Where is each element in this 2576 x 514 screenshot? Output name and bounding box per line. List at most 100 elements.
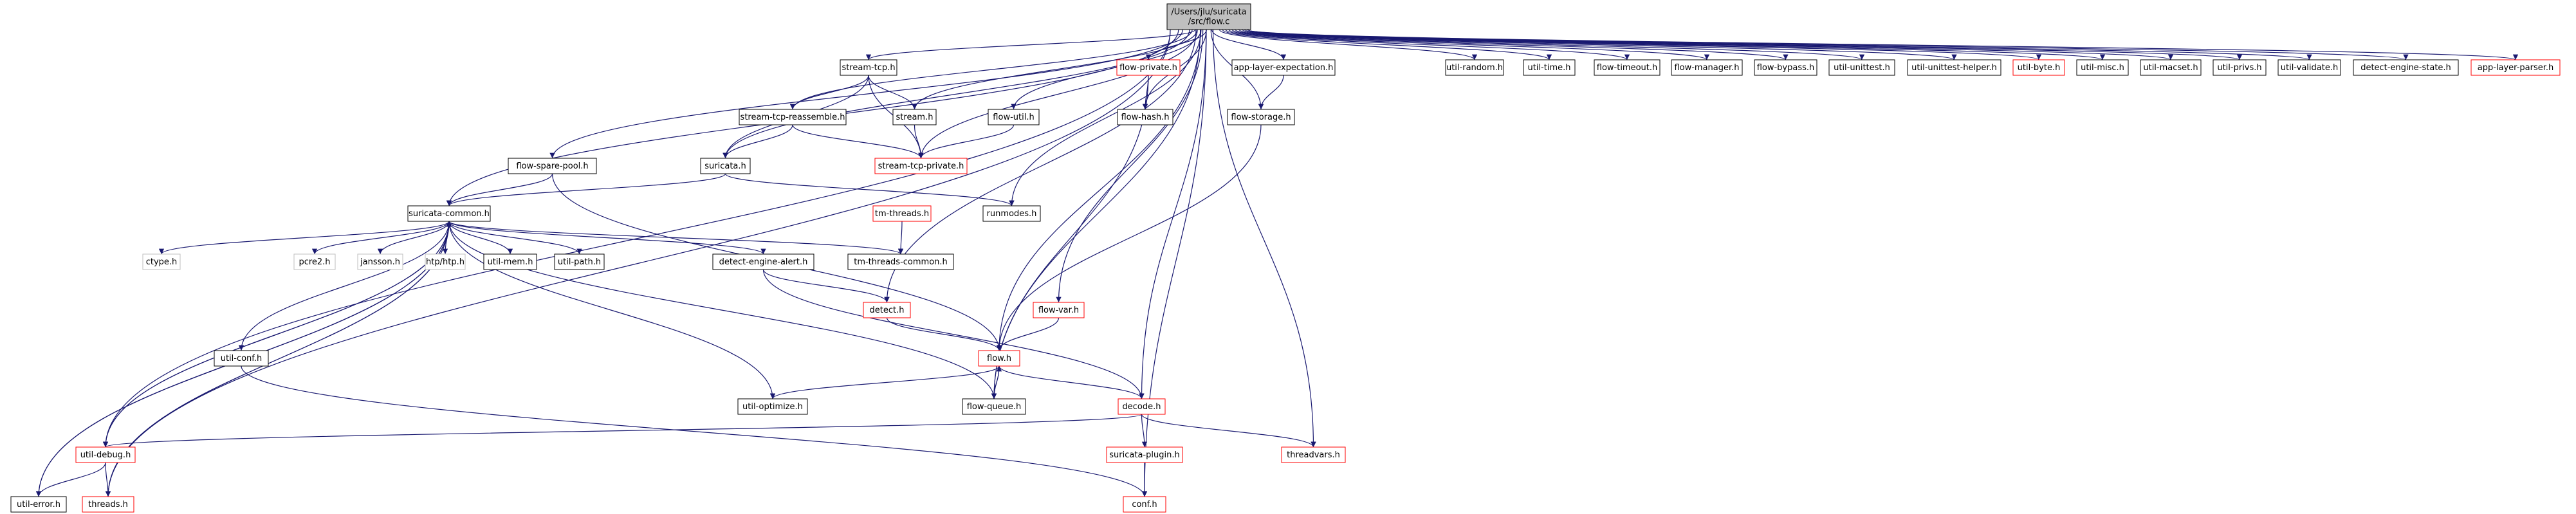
node-flowmanager[interactable]: flow-manager.h bbox=[1671, 59, 1743, 76]
node-box-flowstorage bbox=[1227, 109, 1295, 125]
node-label-utilprivs: util-privs.h bbox=[2217, 63, 2261, 73]
node-flowhash[interactable]: flow-hash.h bbox=[1117, 109, 1173, 125]
edge-root-to-threadsh bbox=[105, 29, 1171, 497]
edge-root-to-threadvars bbox=[1212, 29, 1316, 448]
node-htp[interactable]: htp/htp.h bbox=[425, 253, 466, 270]
node-utilmem[interactable]: util-mem.h bbox=[483, 253, 537, 270]
node-box-tmthreads bbox=[872, 205, 932, 222]
node-label-ctype: ctype.h bbox=[146, 257, 178, 267]
node-box-flowvar bbox=[1033, 302, 1085, 318]
node-confh[interactable]: conf.h bbox=[1123, 496, 1166, 513]
node-detectstate[interactable]: detect-engine-state.h bbox=[2353, 59, 2459, 76]
edge-flowh-to-decodeh bbox=[998, 365, 1145, 399]
node-flowqueue[interactable]: flow-queue.h bbox=[962, 398, 1026, 415]
node-detecth[interactable]: detect.h bbox=[863, 302, 911, 318]
node-label-runmodes: runmodes.h bbox=[987, 209, 1037, 219]
node-applayerexp[interactable]: app-layer-expectation.h bbox=[1231, 59, 1336, 76]
edge-root-to-utilvalidate bbox=[1247, 29, 2312, 60]
node-box-detecth bbox=[863, 302, 911, 318]
node-streamtcppriv[interactable]: stream-tcp-private.h bbox=[874, 158, 968, 174]
node-box-utilconf bbox=[214, 350, 269, 367]
edge-streamtcpreasm-to-suricatah bbox=[722, 124, 793, 159]
node-streamtcpreasm[interactable]: stream-tcp-reassemble.h bbox=[739, 109, 847, 125]
node-pcre2[interactable]: pcre2.h bbox=[293, 253, 336, 270]
node-suricatacommon[interactable]: suricata-common.h bbox=[407, 205, 491, 222]
edge-decodeh-to-threadvars bbox=[1141, 414, 1316, 448]
node-label-detectstate: detect-engine-state.h bbox=[2360, 63, 2451, 73]
node-utilprivs[interactable]: util-privs.h bbox=[2213, 59, 2267, 76]
node-suricataplugin[interactable]: suricata-plugin.h bbox=[1106, 446, 1183, 463]
node-flowvar[interactable]: flow-var.h bbox=[1033, 302, 1085, 318]
node-flowstorage[interactable]: flow-storage.h bbox=[1227, 109, 1295, 125]
node-label-utilconf: util-conf.h bbox=[221, 354, 262, 363]
node-box-utilmacset bbox=[2140, 59, 2202, 76]
edge-applayerexp-to-flowstorage bbox=[1258, 75, 1284, 110]
node-box-utilvalidate bbox=[2277, 59, 2341, 76]
node-label-decodeh: decode.h bbox=[1123, 402, 1161, 412]
node-runmodes[interactable]: runmodes.h bbox=[982, 205, 1041, 222]
node-utilpath[interactable]: util-path.h bbox=[554, 253, 605, 270]
node-flowbypass[interactable]: flow-bypass.h bbox=[1754, 59, 1817, 76]
edge-root-to-confh bbox=[1141, 29, 1207, 497]
edge-root-to-streamh bbox=[912, 29, 1198, 110]
node-detectalert[interactable]: detect-engine-alert.h bbox=[712, 253, 814, 270]
node-flowprivate[interactable]: flow-private.h bbox=[1116, 59, 1181, 76]
node-utilbyte[interactable]: util-byte.h bbox=[2012, 59, 2065, 76]
node-flowh[interactable]: flow.h bbox=[978, 350, 1020, 367]
node-flowsparepool[interactable]: flow-spare-pool.h bbox=[508, 158, 597, 174]
node-label-utilbyte: util-byte.h bbox=[2018, 63, 2061, 73]
node-label-flowvar: flow-var.h bbox=[1038, 306, 1079, 315]
edge-root-to-flowh bbox=[996, 29, 1201, 351]
node-box-flowprivate bbox=[1116, 59, 1181, 76]
node-decodeh[interactable]: decode.h bbox=[1118, 398, 1166, 415]
node-applayerparser[interactable]: app-layer-parser.h bbox=[2470, 59, 2561, 76]
node-label-applayerexp: app-layer-expectation.h bbox=[1234, 63, 1334, 73]
node-box-flowtimeout bbox=[1594, 59, 1661, 76]
edge-root-to-utilbyte bbox=[1242, 29, 2041, 60]
node-utilerror[interactable]: util-error.h bbox=[10, 496, 67, 513]
node-label-flowprivate: flow-private.h bbox=[1119, 63, 1177, 73]
node-ctype[interactable]: ctype.h bbox=[142, 253, 181, 270]
edge-tmthreads-to-tmthreadscommon bbox=[897, 221, 904, 255]
node-utilconf[interactable]: util-conf.h bbox=[214, 350, 269, 367]
node-label-flowtimeout: flow-timeout.h bbox=[1597, 63, 1658, 73]
node-streamh[interactable]: stream.h bbox=[892, 109, 937, 125]
node-utildebug[interactable]: util-debug.h bbox=[75, 446, 136, 463]
edge-flowstorage-to-flowh bbox=[996, 124, 1262, 351]
node-threadsh[interactable]: threads.h bbox=[82, 496, 134, 513]
edge-suricatacommon-to-tmthreadscommon bbox=[448, 221, 903, 255]
node-label-utilmem: util-mem.h bbox=[488, 257, 533, 267]
edge-suricatacommon-to-flowqueue bbox=[448, 221, 997, 399]
edge-flowqueue-to-flowh bbox=[993, 365, 1002, 399]
node-box-tmthreadscommon bbox=[847, 253, 954, 270]
node-label-detectalert: detect-engine-alert.h bbox=[719, 257, 808, 267]
node-utiltime[interactable]: util-time.h bbox=[1523, 59, 1576, 76]
node-label-utiloptimize: util-optimize.h bbox=[742, 402, 803, 412]
node-utilrandom[interactable]: util-random.h bbox=[1445, 59, 1504, 76]
node-utilunithelper[interactable]: util-unittest-helper.h bbox=[1907, 59, 2001, 76]
edge-detecth-to-flowh bbox=[886, 317, 1002, 351]
node-label-flowhash: flow-hash.h bbox=[1121, 113, 1169, 122]
node-box-applayerexp bbox=[1231, 59, 1336, 76]
edge-root-to-runmodes bbox=[1009, 29, 1202, 207]
node-root[interactable]: /Users/jlu/suricata/src/flow.c bbox=[1166, 3, 1251, 30]
node-utilmisc[interactable]: util-misc.h bbox=[2076, 59, 2129, 76]
node-flowtimeout[interactable]: flow-timeout.h bbox=[1594, 59, 1661, 76]
node-utiloptimize[interactable]: util-optimize.h bbox=[737, 398, 808, 415]
node-suricatah[interactable]: suricata.h bbox=[700, 158, 751, 174]
node-label-utildebug: util-debug.h bbox=[80, 450, 131, 460]
node-flowutil[interactable]: flow-util.h bbox=[988, 109, 1040, 125]
node-utilunittest[interactable]: util-unittest.h bbox=[1828, 59, 1895, 76]
node-jansson[interactable]: jansson.h bbox=[357, 253, 403, 270]
node-tmthreads[interactable]: tm-threads.h bbox=[872, 205, 932, 222]
node-box-suricataplugin bbox=[1106, 446, 1183, 463]
node-streamtcp[interactable]: stream-tcp.h bbox=[840, 59, 897, 76]
edge-root-to-flowtimeout bbox=[1225, 29, 1630, 60]
node-threadvars[interactable]: threadvars.h bbox=[1281, 446, 1346, 463]
node-box-threadvars bbox=[1281, 446, 1346, 463]
node-box-utilprivs bbox=[2213, 59, 2267, 76]
node-tmthreadscommon[interactable]: tm-threads-common.h bbox=[847, 253, 954, 270]
node-utilvalidate[interactable]: util-validate.h bbox=[2277, 59, 2341, 76]
node-utilmacset[interactable]: util-macset.h bbox=[2140, 59, 2202, 76]
